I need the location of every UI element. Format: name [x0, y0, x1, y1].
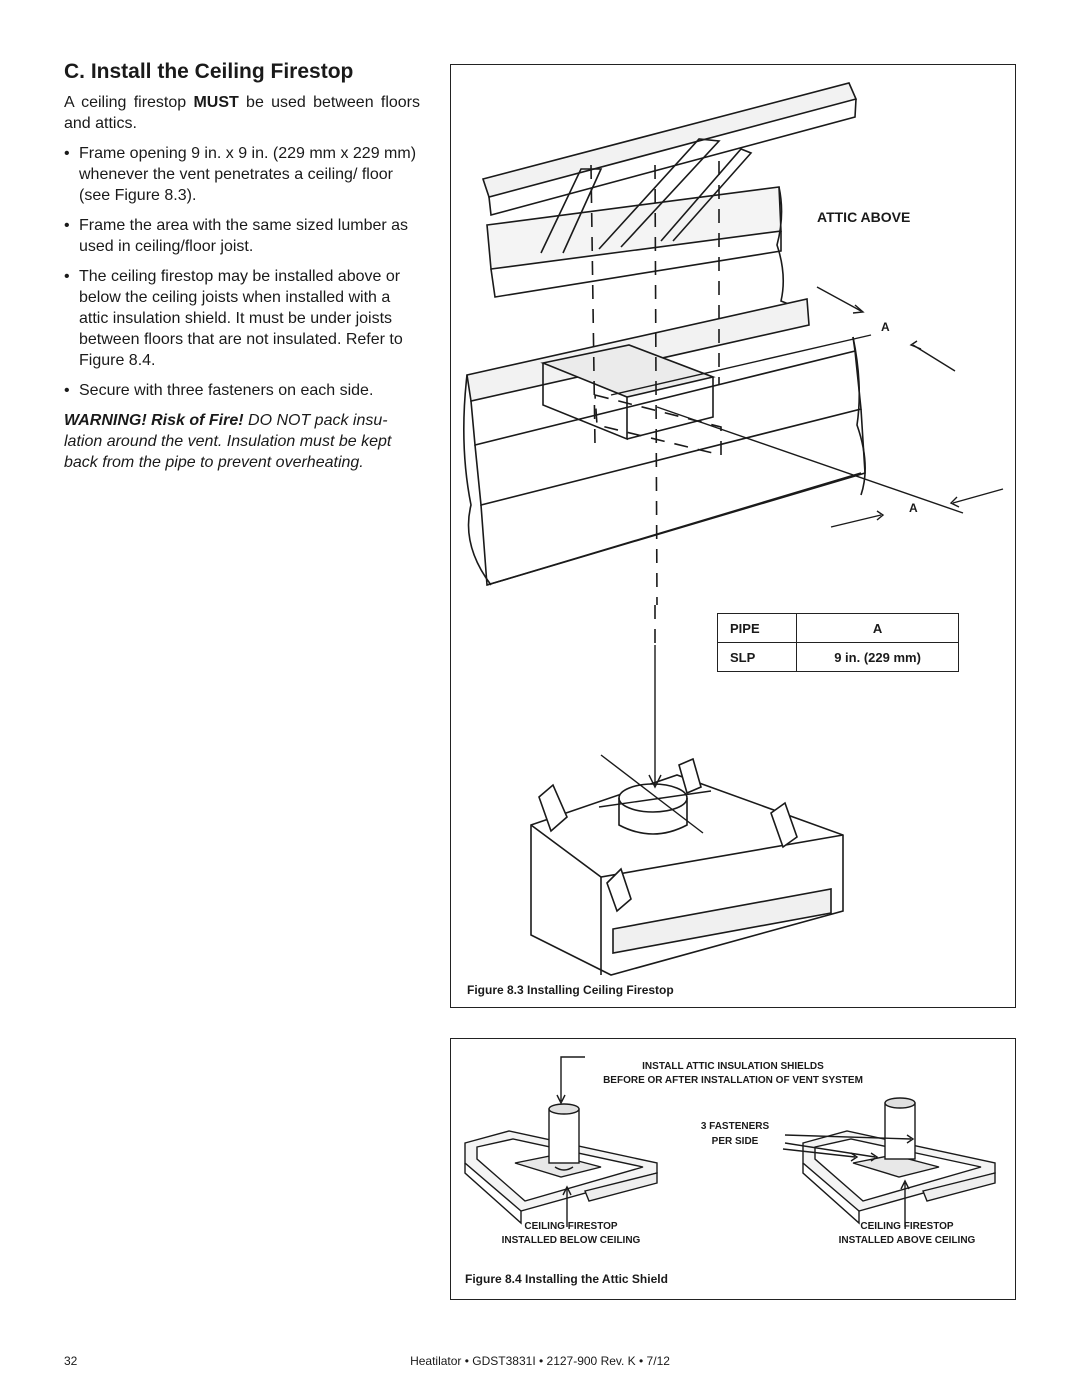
intro-text-after: be used between floors and attics.	[64, 94, 421, 132]
bullet-text: Frame the area with the same sized lumbe…	[79, 217, 409, 255]
section-title: C. Install the Ceiling Firestop	[64, 60, 354, 83]
figure-8-4-caption: Figure 8.4 Installing the Attic Shield	[465, 1272, 668, 1286]
table-cell: 9 in. (229 mm)	[796, 642, 959, 672]
above-ceiling-label-line1: CEILING FIRESTOP	[860, 1221, 954, 1232]
dimension-a-bottom-label: A	[909, 501, 918, 515]
dimension-a-top-label: A	[881, 320, 890, 334]
bullet-text: Secure with three fasteners on each side…	[79, 382, 374, 399]
table-header-cell: A	[796, 613, 959, 643]
bullet-item: • Secure with three fasteners on each sid…	[64, 380, 420, 401]
warning-emphasis: WARNING! Risk of Fire!	[64, 412, 244, 429]
table-header-row: PIPE A	[716, 613, 959, 643]
intro-emphasis: MUST	[193, 94, 239, 111]
table-header-cell: PIPE	[716, 613, 798, 643]
intro-paragraph: A ceiling firestop MUST be used between …	[64, 92, 420, 134]
figure-8-3-caption: Figure 8.3 Installing Ceiling Firestop	[467, 983, 674, 997]
figure-8-4-frame: INSTALL ATTIC INSULATION SHIELDS BEFORE …	[450, 1038, 1016, 1300]
page-number: 32	[64, 1354, 78, 1368]
table-row: SLP 9 in. (229 mm)	[716, 642, 959, 672]
table-cell: SLP	[716, 642, 798, 672]
bullet-symbol: •	[64, 382, 70, 399]
document-info: Heatilator • GDST3831I • 2127-900 Rev. K…	[410, 1354, 670, 1368]
pipe-dimension-table: PIPE A SLP 9 in. (229 mm)	[716, 613, 959, 672]
bullet-text: The ceiling firestop may be installed ab…	[79, 268, 403, 369]
fasteners-label-line1: 3 FASTENERS	[700, 1121, 770, 1132]
below-ceiling-label-line2: INSTALLED BELOW CEILING	[501, 1235, 641, 1246]
bullet-item: • The ceiling firestop may be installed a…	[64, 266, 420, 371]
warning-paragraph: WARNING! Risk of Fire! DO NOT pack insu-…	[64, 410, 420, 473]
intro-text-before: A ceiling firestop	[64, 94, 194, 111]
warning-text: DO NOT pack insu- lation around the vent…	[64, 412, 392, 471]
above-ceiling-label-line2: INSTALLED ABOVE CEILING	[838, 1235, 976, 1246]
attic-above-label: ATTIC ABOVE	[817, 209, 911, 225]
instruction-column: A ceiling firestop MUST be used between …	[64, 92, 420, 482]
ceiling-firestop-illustration	[463, 82, 1004, 976]
bullet-symbol: •	[64, 268, 70, 285]
bullet-symbol: •	[64, 145, 70, 162]
attic-shield-illustration	[464, 1056, 996, 1227]
figure-8-4-title-line1: INSTALL ATTIC INSULATION SHIELDS	[642, 1061, 824, 1072]
fasteners-label-line2: PER SIDE	[711, 1136, 759, 1147]
bullet-item: • Frame opening 9 in. x 9 in. (229 mm x 2…	[64, 143, 420, 206]
figure-8-3-frame: ATTIC ABOVE A A PIPE A SLP 9 in. (229 mm…	[450, 64, 1016, 1008]
bullet-symbol: •	[64, 217, 70, 234]
below-ceiling-label-line1: CEILING FIRESTOP	[524, 1221, 618, 1232]
bullet-text: Frame opening 9 in. x 9 in. (229 mm x 22…	[79, 145, 417, 204]
figure-8-4-title-line2: BEFORE OR AFTER INSTALLATION OF VENT SYS…	[603, 1075, 863, 1086]
bullet-item: • Frame the area with the same sized lumb…	[64, 215, 420, 257]
